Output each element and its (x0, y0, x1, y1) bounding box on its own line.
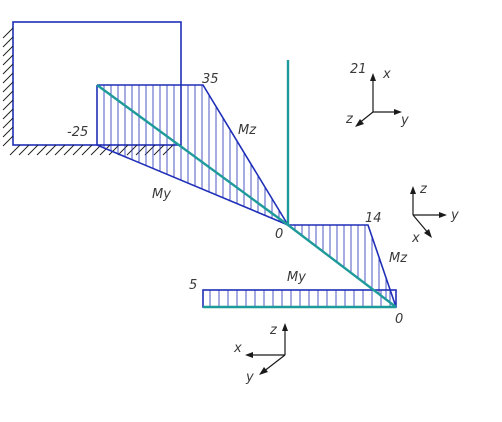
triad3-y-axis (262, 354, 286, 373)
triad3-x-arrow (245, 352, 253, 358)
label-my-upper: My (152, 187, 171, 202)
wall-hatch-line (9, 144, 21, 156)
triad3-z-label: z (269, 323, 278, 338)
mz-upper-outline (97, 84, 289, 226)
label-zero-mid: 0 (275, 227, 283, 242)
fixed-support (2, 21, 182, 156)
wall-hatch-line (153, 144, 165, 156)
wall-hatch-line (72, 144, 84, 156)
my-upper-outline (96, 85, 289, 226)
wall-hatch-line (63, 144, 75, 156)
upper-moment-plots (96, 84, 289, 226)
triad2-z-arrow (410, 186, 416, 194)
triad1-x-arrow (370, 73, 376, 81)
wall-hatch-line (2, 27, 14, 39)
triad2-y-arrow (439, 212, 447, 218)
label-5: 5 (189, 278, 197, 293)
lower-moment-plots (202, 224, 397, 308)
triad1-x-label: x (382, 67, 391, 82)
label-my-bottom: My (287, 270, 306, 285)
wall-hatch-line (2, 45, 14, 57)
wall-hatch-line (108, 144, 120, 156)
structural-member (96, 60, 397, 309)
wall-hatch-line (117, 144, 129, 156)
wall-hatch-line (2, 108, 14, 120)
member-diagonal-lower (287, 224, 397, 308)
triad1-y-arrow (394, 109, 402, 115)
my-bottom-hatching (209, 290, 391, 307)
wall-hatch-line (2, 126, 14, 138)
triad2-z-label: z (419, 182, 428, 197)
triad1-z-label: z (345, 112, 354, 127)
triad1-y-label: y (400, 113, 409, 128)
axis-triad-2: z y x (410, 182, 459, 246)
wall-hatch-line (2, 54, 14, 66)
wall-hatch-line (81, 144, 93, 156)
triad3-y-arrow (259, 367, 268, 375)
triad2-x-label: x (411, 231, 420, 246)
triad2-y-label: y (450, 208, 459, 223)
wall-hatch-line (2, 135, 14, 147)
triad1-z-arrow (355, 119, 364, 127)
axis-triad-1: x y z (345, 67, 409, 128)
label-minus-25: -25 (67, 125, 88, 140)
label-mz-right: Mz (389, 251, 408, 266)
wall-hatch-line (135, 144, 147, 156)
upper-plot-hatching (103, 85, 280, 222)
mz-right-outline (288, 224, 397, 308)
member-diagonal-upper (96, 84, 289, 226)
wall-hatch-line (2, 90, 14, 102)
triad2-x-axis (412, 214, 430, 235)
wall-hatch-line (2, 81, 14, 93)
triad3-y-label: y (245, 370, 254, 385)
label-mz-upper: Mz (238, 123, 257, 138)
label-35: 35 (202, 72, 219, 87)
wall-hatch-line (2, 117, 14, 129)
wall-hatch-line (2, 36, 14, 48)
my-bottom-outline (202, 289, 397, 308)
axis-triad-3: z x y (233, 323, 288, 385)
wall-hatch-line (45, 144, 57, 156)
wall-hatch-line (2, 99, 14, 111)
wall-hatch-line (162, 144, 174, 156)
wall-hatch-line (18, 144, 30, 156)
triad3-x-label: x (233, 341, 242, 356)
label-21: 21 (350, 62, 367, 77)
label-14: 14 (365, 211, 382, 226)
wall-hatch-line (36, 144, 48, 156)
wall-hatch-line (99, 144, 111, 156)
triad3-z-arrow (282, 323, 288, 331)
wall-hatching (2, 27, 174, 156)
wall-hatch-line (54, 144, 66, 156)
wall-hatch-line (2, 63, 14, 75)
wall-hatch-line (2, 72, 14, 84)
mz-right-hatching (294, 225, 387, 300)
wall-hatch-line (27, 144, 39, 156)
label-zero-end: 0 (395, 312, 403, 327)
wall-hatch-line (144, 144, 156, 156)
triad2-x-arrow (424, 229, 432, 238)
